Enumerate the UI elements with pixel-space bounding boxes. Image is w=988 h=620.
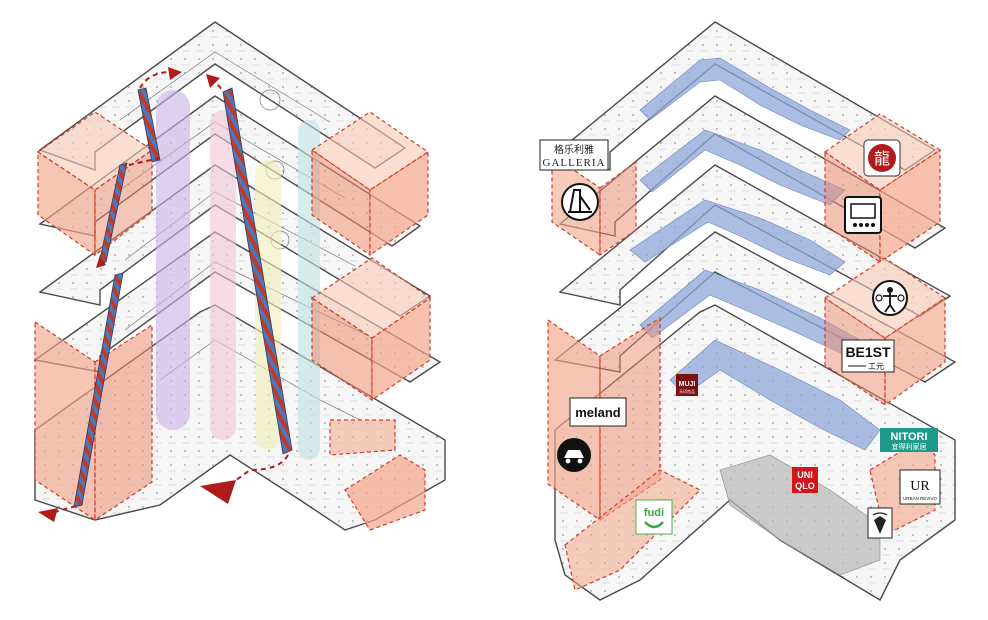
right-circulation-paths — [629, 57, 881, 451]
arrow-head-mid — [96, 255, 106, 268]
gray-retail-zone — [719, 454, 881, 576]
brand-meland-logo: meland — [569, 397, 627, 427]
escalator-left-lower — [73, 272, 124, 508]
urban-revivo-text: UR — [910, 479, 930, 494]
nitori-text: NITORI — [890, 431, 927, 443]
best-sub-text: 工元 — [868, 362, 884, 371]
brand-galleria-logo: 格乐利雅 GALLERIA — [539, 139, 609, 171]
nitori-sub-text: 宜得利家居 — [892, 442, 927, 451]
muji-sub-text: 无印良品 — [679, 388, 695, 394]
best-text: BE1ST — [845, 344, 891, 360]
volume-left-bottom-side — [94, 323, 153, 522]
escalator-left-upper — [137, 87, 161, 163]
circulation-floor-5 — [639, 57, 851, 141]
volume-bottom-right — [344, 454, 426, 531]
volume-right-top-side — [369, 150, 429, 257]
kids-play-icon — [872, 280, 908, 316]
brand-muji-logo: MUJI 无印良品 — [676, 374, 698, 396]
r-volume-right-mid-side — [884, 296, 946, 407]
uniqlo-bottom-text: QLO — [795, 481, 815, 491]
long-char-text: 龍 — [874, 149, 890, 168]
brand-urban-revivo-logo: UR URBAN REVIVO — [899, 469, 941, 505]
left-circulation-diagram — [33, 21, 446, 531]
arrow-head-top — [168, 67, 182, 80]
escalator-left-mid — [98, 162, 128, 265]
uniqlo-top-text: UNI — [797, 470, 813, 480]
left-escalators — [73, 87, 293, 508]
volume-right-mid-top — [310, 257, 432, 339]
flow-path-mid — [123, 157, 161, 167]
cinema-icon — [844, 196, 882, 234]
long-restaurant-logo: 龍 — [863, 139, 901, 177]
volume-right-top-top — [310, 111, 430, 191]
galleria-cn-text: 格乐利雅 — [554, 143, 594, 156]
brand-fudi-logo: fudi — [635, 499, 673, 535]
arrow-head-bottom-large — [200, 480, 236, 504]
arrow-head-bottom-left — [38, 508, 58, 522]
flow-path-bottom-left — [54, 505, 77, 513]
left-program-volumes — [34, 111, 432, 531]
volume-bottom-right-2 — [329, 419, 396, 456]
meland-text: meland — [575, 405, 621, 420]
shaft-pink — [210, 110, 236, 440]
flow-path-bottom-right — [227, 454, 289, 487]
fitness-icon — [561, 183, 599, 221]
right-gray-zone — [719, 454, 881, 576]
muji-text: MUJI — [679, 381, 696, 388]
fudi-text: fudi — [644, 507, 664, 519]
circulation-floor-1 — [669, 339, 881, 451]
toy-car-icon — [557, 438, 591, 472]
galleria-en-text: GALLERIA — [543, 157, 606, 169]
volume-left-top-top — [36, 111, 154, 191]
r-volume-right-top-side — [879, 148, 941, 264]
brand-nitori-logo: NITORI 宜得利家居 — [880, 428, 938, 452]
r-volume-left-top-side — [599, 160, 637, 257]
shaft-purple — [156, 90, 190, 430]
volume-right-mid-side — [371, 296, 431, 402]
arrow-head-top-right — [206, 74, 220, 88]
brand-uniqlo-logo: UNI QLO — [792, 467, 818, 493]
urban-revivo-sub-text: URBAN REVIVO — [903, 496, 938, 501]
left-arrow-heads — [38, 67, 236, 522]
tesla-logo — [867, 507, 893, 539]
volume-left-bottom-front — [34, 320, 96, 522]
circulation-floor-3 — [629, 199, 846, 276]
brand-best-logo: BE1ST 工元 — [841, 339, 895, 373]
escalator-long-right — [222, 87, 293, 455]
